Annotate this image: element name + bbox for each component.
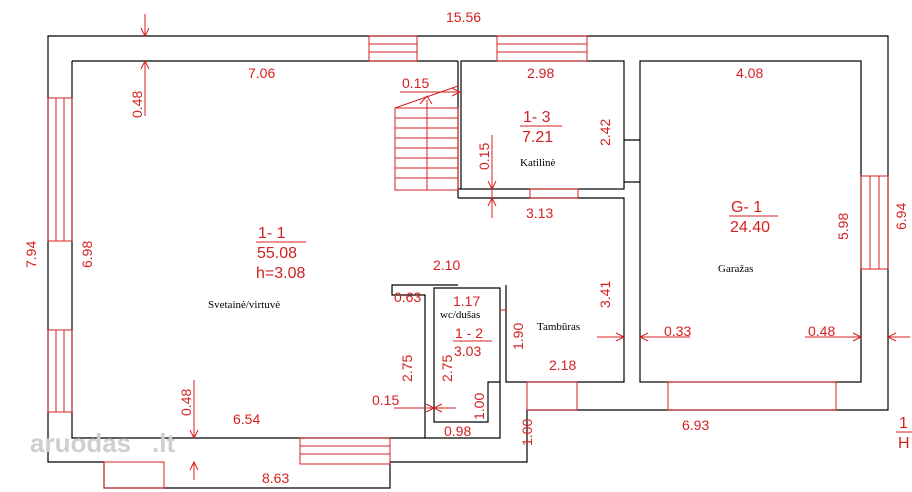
staircase [394,85,459,191]
room-wc-area: 3.03 [454,343,481,359]
dim-garage-ext: 6.94 [893,203,909,230]
dim-stair-wall: 0.15 [402,75,429,91]
dim-hall-width: 2.18 [549,357,576,373]
dim-boiler-depth: 2.42 [597,119,613,146]
room-living-area: 55.08 [257,245,297,262]
dim-hall-top: 2.10 [433,257,460,273]
room-boiler-code: 1- 3 [523,109,551,126]
door-garage [667,381,837,411]
room-living-code: 1- 1 [258,225,286,242]
dim-boiler-width: 2.98 [527,65,554,81]
room-hall: Tambūras [537,321,580,333]
watermark-text: aruodas [30,428,131,458]
dim-wall-015: 0.15 [372,392,399,408]
watermark: aruodas .lt [30,428,175,458]
window-garage-right [860,175,889,270]
dim-boiler-wall: 0.15 [476,143,492,170]
edge-marker-top: 1 [899,415,908,432]
room-garage-area: 24.40 [730,219,770,236]
door-hall [526,381,578,411]
dim-garage-left: 0.33 [664,323,691,339]
room-living: 1- 1 55.08 h=3.08 Svetainė/virtuvė [208,225,306,311]
dimension-lines [140,14,910,480]
room-garage-name: Garažas [718,263,753,275]
room-boiler-area: 7.21 [522,129,553,146]
dim-top-wall: 0.48 [129,91,145,118]
wc-wall [433,287,501,423]
dim-living-depth: 6.98 [79,241,95,268]
dimension-labels: 15.56 7.06 0.48 0.15 2.98 2.42 0.15 3.13… [23,9,909,486]
dim-ext-100: 1.00 [519,419,535,446]
dim-bottom-wall: 0.48 [178,389,194,416]
dim-wc-height: 2.75 [399,355,415,382]
room-garage: G- 1 24.40 Garažas [718,199,778,275]
dim-bottom-total: 8.63 [262,470,289,486]
dim-garage-width: 4.08 [736,65,763,81]
room-living-height: h=3.08 [256,265,305,282]
dim-garage-depth: 5.98 [835,213,851,240]
openings [47,35,889,489]
dim-wc-left: 0.63 [394,289,421,305]
edge-marker: 1 H [896,415,912,452]
dim-overall-width: 15.56 [446,9,481,25]
window-bottom [299,437,391,465]
edge-marker-bottom: H [898,435,910,452]
dim-overall-depth: 7.94 [23,241,39,268]
room-wc: wc/dušas 1 - 2 3.03 [440,309,492,359]
window-top-mid [496,35,588,62]
outer-wall [47,35,889,489]
dim-wc-height2: 2.75 [439,355,455,382]
dim-boiler-bottom: 3.13 [526,205,553,221]
walls [47,35,889,489]
dim-living-width: 7.06 [248,65,275,81]
room-wc-name: wc/dušas [440,309,480,321]
watermark-suffix: .lt [152,428,175,458]
door-boiler [529,188,579,199]
room-boiler-name: Katilinė [520,157,556,169]
dim-vest-bottom: 0.98 [444,423,471,439]
window-left-lower [47,329,73,413]
window-left-upper [47,97,73,242]
room-wc-code: 1 - 2 [455,325,483,341]
room-hall-name: Tambūras [537,321,580,333]
dim-wc-depth: 1.90 [510,323,526,350]
room-living-name: Svetainė/virtuvė [208,299,280,311]
window-bottom-left [103,461,165,489]
dim-vest-width: 1.00 [471,393,487,420]
room-boiler: 1- 3 7.21 Katilinė [520,109,562,169]
room-garage-code: G- 1 [731,199,762,216]
dim-garage-bottom: 6.93 [682,417,709,433]
dim-hall-depth: 3.41 [597,281,613,308]
dim-garage-right: 0.48 [808,323,835,339]
dim-living-bottom: 6.54 [233,411,260,427]
dim-wc-width: 1.17 [453,293,480,309]
window-top-left [368,35,418,62]
